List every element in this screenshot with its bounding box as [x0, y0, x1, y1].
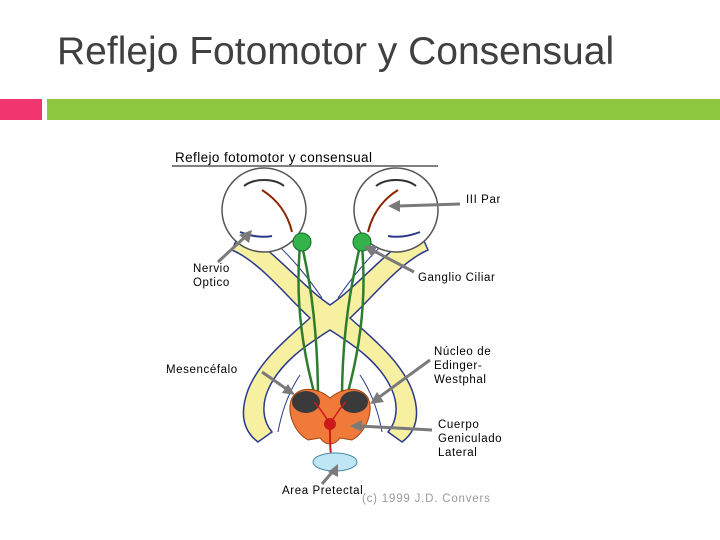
label-mesencefalo: Mesencéfalo [166, 364, 238, 376]
label-nucleo-line3: Westphal [434, 374, 487, 386]
label-cuerpo-line2: Geniculado [438, 433, 502, 445]
label-nervio: Nervio [193, 263, 230, 275]
label-cuerpo-line1: Cuerpo [438, 419, 479, 431]
label-ganglio: Ganglio Ciliar [418, 272, 495, 284]
label-nucleo-line2: Edinger- [434, 360, 482, 372]
copyright-text: (c) 1999 J.D. Convers [362, 493, 491, 505]
label-optico: Optico [193, 277, 230, 289]
ciliary-ganglion-left [293, 233, 311, 251]
diagram-heading: Reflejo fotomotor y consensual [175, 150, 372, 165]
label-nucleo-line1: Núcleo de [434, 346, 491, 358]
label-area-pretectal: Area Pretectal [282, 485, 363, 497]
label-cuerpo-line3: Lateral [438, 447, 477, 459]
label-iii-par: III Par [466, 194, 501, 206]
